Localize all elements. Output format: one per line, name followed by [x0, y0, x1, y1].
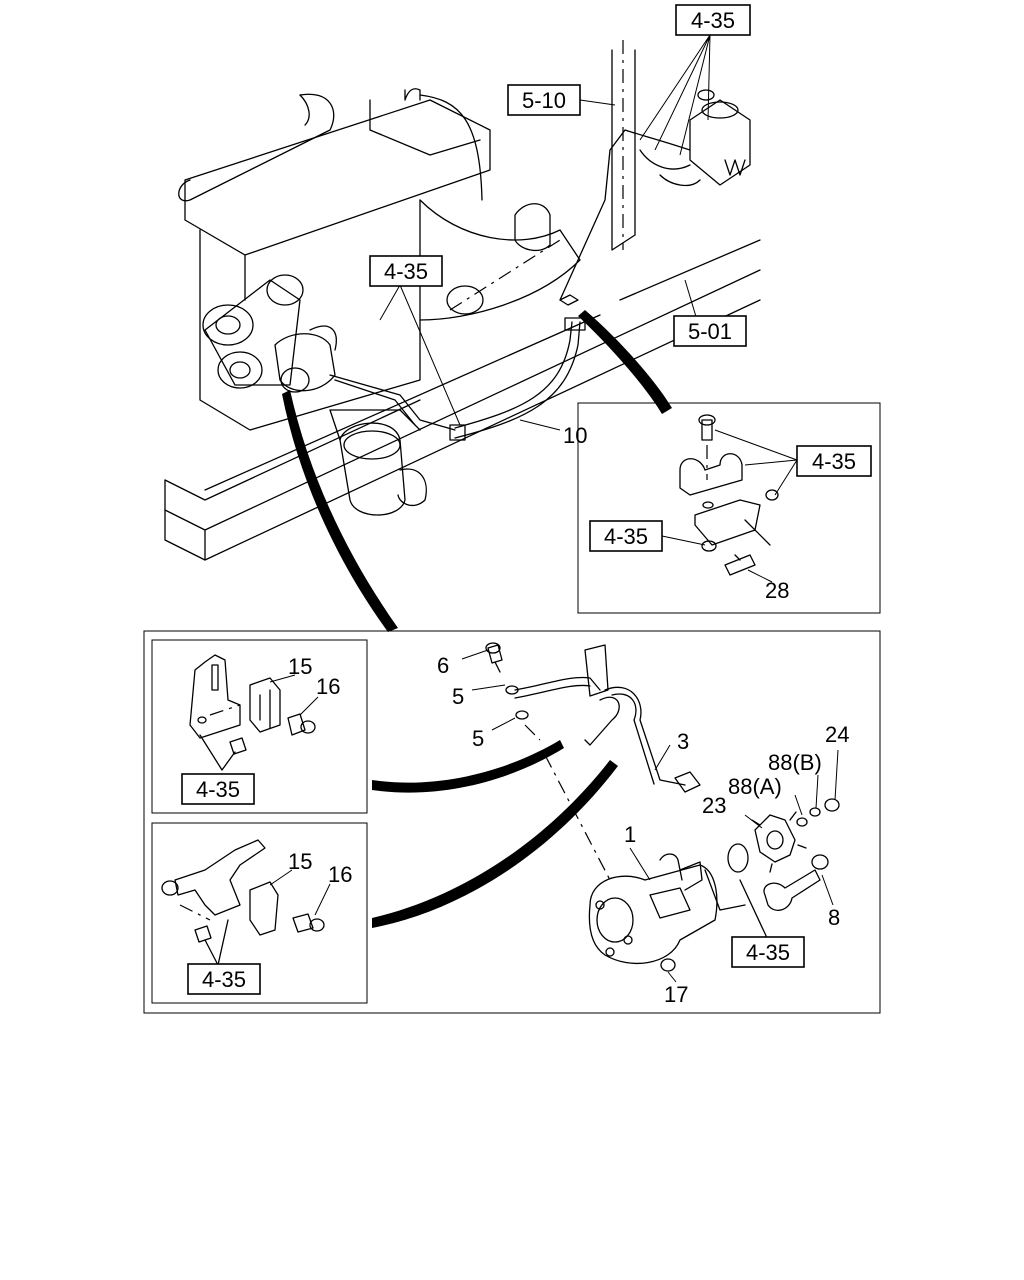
part-callout-88b: 88(B)	[768, 750, 822, 775]
connector-band	[282, 390, 398, 632]
engine-overview	[164, 40, 761, 561]
svg-text:4-35: 4-35	[196, 777, 240, 802]
svg-text:4-35: 4-35	[604, 524, 648, 549]
svg-text:4-35: 4-35	[691, 8, 735, 33]
bracket-detail-inset	[577, 402, 881, 614]
part-callout-24: 24	[825, 722, 849, 747]
clamp-inset-1	[189, 654, 316, 771]
ref-label-4-35: 4-35	[796, 445, 872, 477]
ref-label-4-35: 4-35	[589, 520, 663, 552]
part-callout-15: 15	[288, 849, 312, 874]
svg-text:4-35: 4-35	[812, 449, 856, 474]
svg-text:4-35: 4-35	[384, 259, 428, 284]
power-steering-pump	[588, 798, 840, 972]
ref-label-5-10: 5-10	[507, 84, 581, 116]
ref-label-4-35: 4-35	[187, 963, 261, 995]
part-callout-1: 1	[624, 822, 636, 847]
ref-label-4-35: 4-35	[369, 255, 443, 287]
part-callout-23: 23	[702, 793, 726, 818]
part-callout-3: 3	[677, 729, 689, 754]
leader-lines	[269, 34, 839, 983]
part-callout-16: 16	[328, 862, 352, 887]
ref-label-5-01: 5-01	[673, 315, 747, 347]
ref-label-4-35: 4-35	[731, 936, 805, 968]
part-callout-16: 16	[316, 674, 340, 699]
connector-band	[372, 740, 564, 793]
ref-label-4-35: 4-35	[675, 4, 751, 36]
part-callout-28: 28	[765, 578, 789, 603]
part-callout-15: 15	[288, 654, 312, 679]
connector-band	[578, 310, 672, 414]
part-callout-8: 8	[828, 905, 840, 930]
ref-label-4-35: 4-35	[181, 773, 255, 805]
part-callout-5: 5	[472, 726, 484, 751]
svg-text:5-10: 5-10	[522, 88, 566, 113]
part-callout-6: 6	[437, 653, 449, 678]
svg-text:4-35: 4-35	[202, 967, 246, 992]
part-callout-17: 17	[664, 982, 688, 1007]
hose-pipe-assembly	[485, 642, 701, 881]
svg-text:4-35: 4-35	[746, 940, 790, 965]
part-callout-5: 5	[452, 684, 464, 709]
svg-text:5-01: 5-01	[688, 319, 732, 344]
part-callout-10: 10	[563, 423, 587, 448]
pump-detail-frame	[143, 630, 881, 1014]
part-callout-88a: 88(A)	[728, 774, 782, 799]
